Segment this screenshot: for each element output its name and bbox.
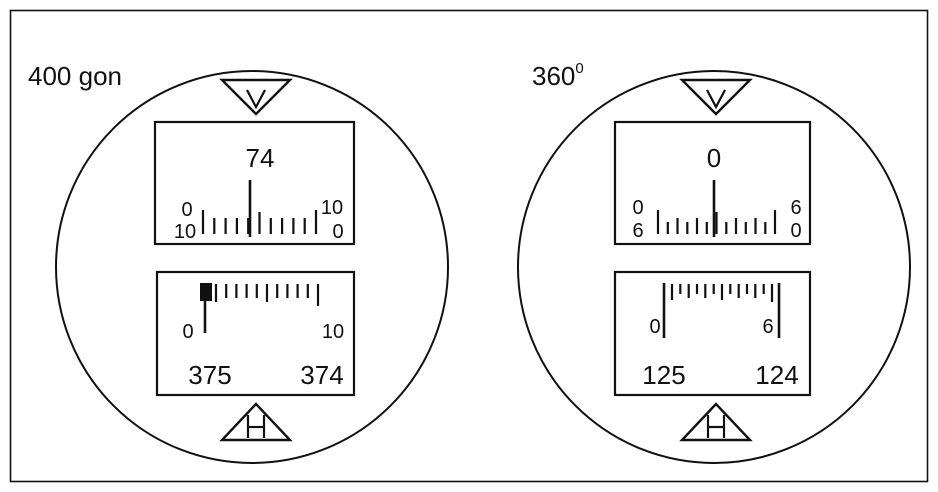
vertical-circle-window: 74 0 10 10 0: [153, 120, 356, 246]
horizontal-reading-right: 124: [755, 360, 798, 390]
dial-degree: 3600 0 0 6 6 0 0 6 125 124: [517, 60, 911, 464]
horizontal-reading-left: 125: [642, 360, 685, 390]
scale-right: 10: [322, 321, 344, 343]
vertical-window-frame: [613, 120, 812, 246]
eyepiece-circle: [55, 70, 449, 464]
vertical-scale-ticks: [201, 210, 318, 234]
vertical-window-frame: [153, 120, 356, 246]
vertical-scale-ticks: [656, 210, 777, 234]
horizontal-circle-window: 0 6 125 124: [613, 270, 812, 397]
dial-gon: 400 gon 74 0 10 10 0 0 10 375 374: [28, 61, 449, 464]
horizontal-marker-icon: [219, 402, 293, 442]
vertical-reading: 74: [246, 143, 275, 173]
diagram-frame: [9, 9, 929, 483]
scale-left: 0: [649, 316, 660, 338]
unit-label-number: 360: [532, 61, 575, 91]
vertical-circle-window: 0 0 6 6 0: [613, 120, 812, 246]
horizontal-scale-ticks: [214, 284, 320, 306]
horizontal-window-frame: [155, 270, 356, 397]
scale-right: 6: [762, 316, 773, 338]
scale-left-bottom: 10: [174, 221, 196, 243]
eyepiece-circle: [517, 70, 911, 464]
vertical-reading: 0: [707, 143, 721, 173]
scale-left-bottom: 6: [632, 220, 643, 242]
horizontal-circle-window: 0 10 375 374: [155, 270, 356, 397]
horizontal-reading-left: 375: [188, 360, 231, 390]
scale-right-bottom: 0: [790, 220, 801, 242]
unit-label-degree: 3600: [532, 60, 584, 91]
horizontal-reading-right: 374: [300, 360, 343, 390]
horizontal-marker-icon: [679, 402, 753, 442]
scale-right-top: 6: [790, 197, 801, 219]
unit-label-gon: 400 gon: [28, 61, 122, 91]
vertical-marker-icon: [219, 78, 293, 116]
scale-right-bottom: 0: [332, 221, 343, 243]
vertical-marker-icon: [679, 78, 753, 116]
horizontal-scale-ticks: [670, 284, 774, 302]
scale-left-top: 0: [181, 199, 192, 221]
unit-label-superscript: 0: [575, 60, 583, 77]
scale-right-top: 10: [321, 197, 343, 219]
scale-left: 0: [182, 321, 193, 343]
horizontal-window-frame: [613, 270, 812, 397]
scale-left-top: 0: [632, 197, 643, 219]
